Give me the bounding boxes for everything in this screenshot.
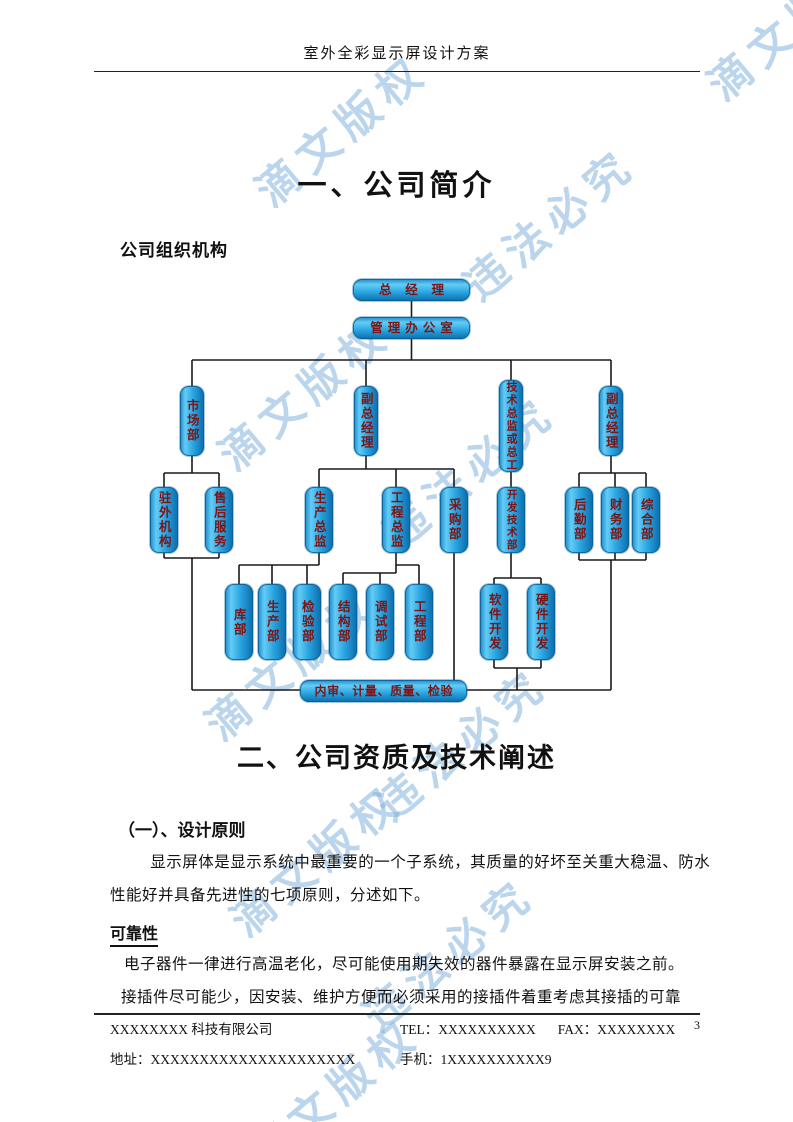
org-node-label: 驻外机构: [156, 491, 172, 549]
footer-mobile: 手机：1XXXXXXXXXX9: [400, 1045, 552, 1075]
org-node: 生产部: [258, 584, 286, 660]
mobile-label: 手机：: [400, 1052, 441, 1067]
org-node-label: 工程部: [411, 600, 427, 644]
org-chart-connectors: [163, 301, 647, 691]
section2-title: 二、公司资质及技术阐述: [237, 743, 556, 773]
mobile-value: 1XXXXXXXXXX9: [440, 1052, 552, 1067]
org-node: 副总经理: [354, 386, 378, 456]
address-value: XXXXXXXXXXXXXXXXXXXXX: [150, 1052, 356, 1067]
tel-label: TEL：: [400, 1022, 439, 1037]
fax-value: XXXXXXXX: [597, 1022, 676, 1037]
paragraph-line: 性能好并具备先进性的七项原则，分述如下。: [110, 887, 431, 904]
org-node: 检验部: [293, 584, 321, 660]
org-node: 后勤部: [565, 487, 593, 553]
org-node-label: 开发技术部: [505, 488, 518, 552]
org-node-label: 售后服务: [211, 491, 227, 549]
org-node: 生产总监: [305, 487, 333, 553]
header-title: 室外全彩显示屏设计方案: [303, 46, 491, 62]
org-node-label: 结构部: [335, 600, 351, 644]
org-node-label: 软件开发: [486, 593, 502, 651]
section1-title: 一、公司简介: [297, 170, 496, 202]
paragraph-line: 电子器件一律进行高温老化，尽可能使用期失效的器件暴露在显示屏安装之前。: [124, 956, 685, 973]
page-number: 3: [694, 1018, 700, 1032]
org-node: 总经理: [353, 279, 470, 301]
org-node: 驻外机构: [150, 487, 178, 553]
org-node-label: 库部: [231, 607, 247, 637]
org-node: 售后服务: [205, 487, 233, 553]
design-principles-heading: （一）、设计原则: [118, 821, 246, 840]
footer-row-2: 地址：XXXXXXXXXXXXXXXXXXXXX 手机：1XXXXXXXXXX9: [94, 1045, 700, 1075]
org-node: 开发技术部: [497, 487, 525, 553]
org-node: 管理办公室: [353, 317, 470, 339]
page-header: 室外全彩显示屏设计方案: [94, 42, 700, 72]
paragraph-line: 接插件尽可能少，因安装、维护方便而必须采用的接插件着重考虑其接插的可靠: [121, 989, 682, 1006]
org-node-label: 总经理: [378, 282, 458, 298]
address-label: 地址：: [110, 1052, 151, 1067]
org-node-label: 副总经理: [358, 392, 374, 450]
org-node-label: 生产部: [264, 600, 280, 644]
org-chart: 总经理管理办公室市场部副总经理技术总监或总工副总经理驻外机构售后服务生产总监工程…: [120, 272, 680, 712]
orgchart-heading: 公司组织机构: [120, 241, 228, 260]
footer-row-1: XXXXXXXX 科技有限公司 TEL：XXXXXXXXXX FAX：XXXXXX…: [94, 1015, 700, 1045]
org-node-label: 工程总监: [388, 491, 404, 549]
fax-label: FAX：: [557, 1022, 598, 1037]
footer-address: 地址：XXXXXXXXXXXXXXXXXXXXX: [110, 1045, 355, 1075]
org-node-label: 市场部: [184, 399, 200, 443]
org-node-label: 硬件开发: [533, 593, 549, 651]
paragraph-line: 显示屏体是显示系统中最重要的一个子系统，其质量的好坏至关重大稳温、防水: [150, 854, 711, 871]
org-node-label: 财务部: [607, 498, 623, 542]
org-node-label: 技术总监或总工: [504, 380, 518, 472]
org-node: 财务部: [601, 487, 629, 553]
org-node: 技术总监或总工: [499, 380, 523, 472]
org-node-label: 后勤部: [571, 498, 587, 542]
org-node-label: 内审、计量、质量、检验: [314, 683, 454, 698]
org-node-label: 综合部: [638, 498, 654, 542]
footer-company: XXXXXXXX 科技有限公司: [110, 1022, 273, 1037]
org-node: 硬件开发: [527, 584, 555, 660]
footer-tel-fax: TEL：XXXXXXXXXX FAX：XXXXXXXX: [400, 1015, 675, 1045]
reliability-heading: 可靠性: [110, 920, 159, 947]
org-node-label: 调试部: [372, 600, 388, 644]
org-node: 调试部: [366, 584, 394, 660]
org-node: 工程部: [405, 584, 433, 660]
org-node: 结构部: [329, 584, 357, 660]
org-node: 内审、计量、质量、检验: [300, 680, 467, 702]
org-node: 工程总监: [382, 487, 410, 553]
org-node: 采购部: [440, 487, 468, 553]
org-node-label: 副总经理: [603, 392, 619, 450]
org-node-label: 管理办公室: [370, 320, 458, 336]
tel-value: XXXXXXXXXX: [438, 1022, 536, 1037]
org-node: 库部: [225, 584, 253, 660]
org-node-label: 生产总监: [311, 491, 327, 549]
org-node: 综合部: [632, 487, 660, 553]
org-node-label: 检验部: [299, 600, 315, 644]
org-node: 软件开发: [480, 584, 508, 660]
org-node: 副总经理: [599, 386, 623, 456]
org-node-label: 采购部: [446, 498, 462, 542]
org-node: 市场部: [180, 386, 204, 456]
